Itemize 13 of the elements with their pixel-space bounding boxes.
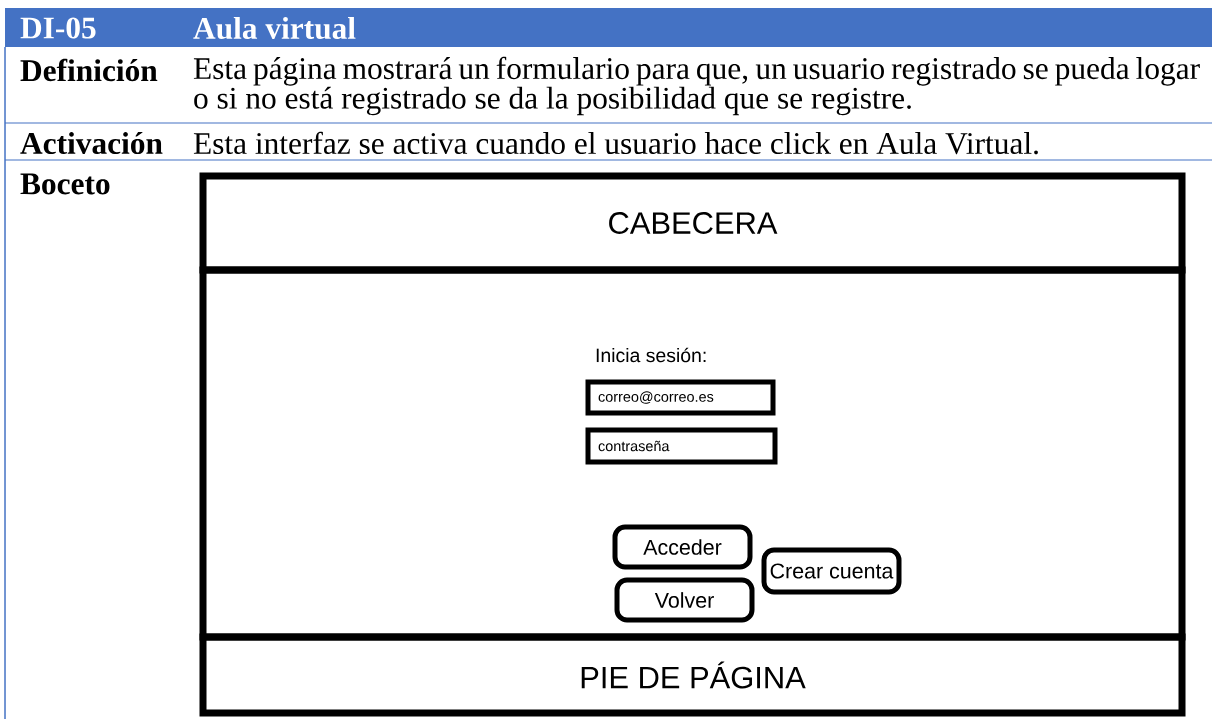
- input-field: contraseña: [585, 427, 778, 465]
- table-header-cell: Aula virtual: [193, 16, 356, 40]
- button: Acceder: [612, 524, 753, 570]
- button: Volver: [614, 577, 755, 623]
- button: Crear cuenta: [761, 547, 902, 595]
- page-section: PIE DE PÁGINA: [199, 633, 1186, 717]
- row-heading: Boceto: [20, 173, 110, 195]
- row-heading: Activación: [20, 131, 163, 155]
- page-section: CABECERA: [199, 172, 1186, 274]
- input-field: correo@correo.es: [585, 379, 776, 416]
- table-header-cell: DI-05: [20, 17, 96, 39]
- cell-text: Esta página mostrará un formulario para que, un usuario registrado se pueda logar o si no está registrado se da la posibilidad que se registre.: [193, 56, 1200, 116]
- row-heading: Definición: [20, 58, 158, 82]
